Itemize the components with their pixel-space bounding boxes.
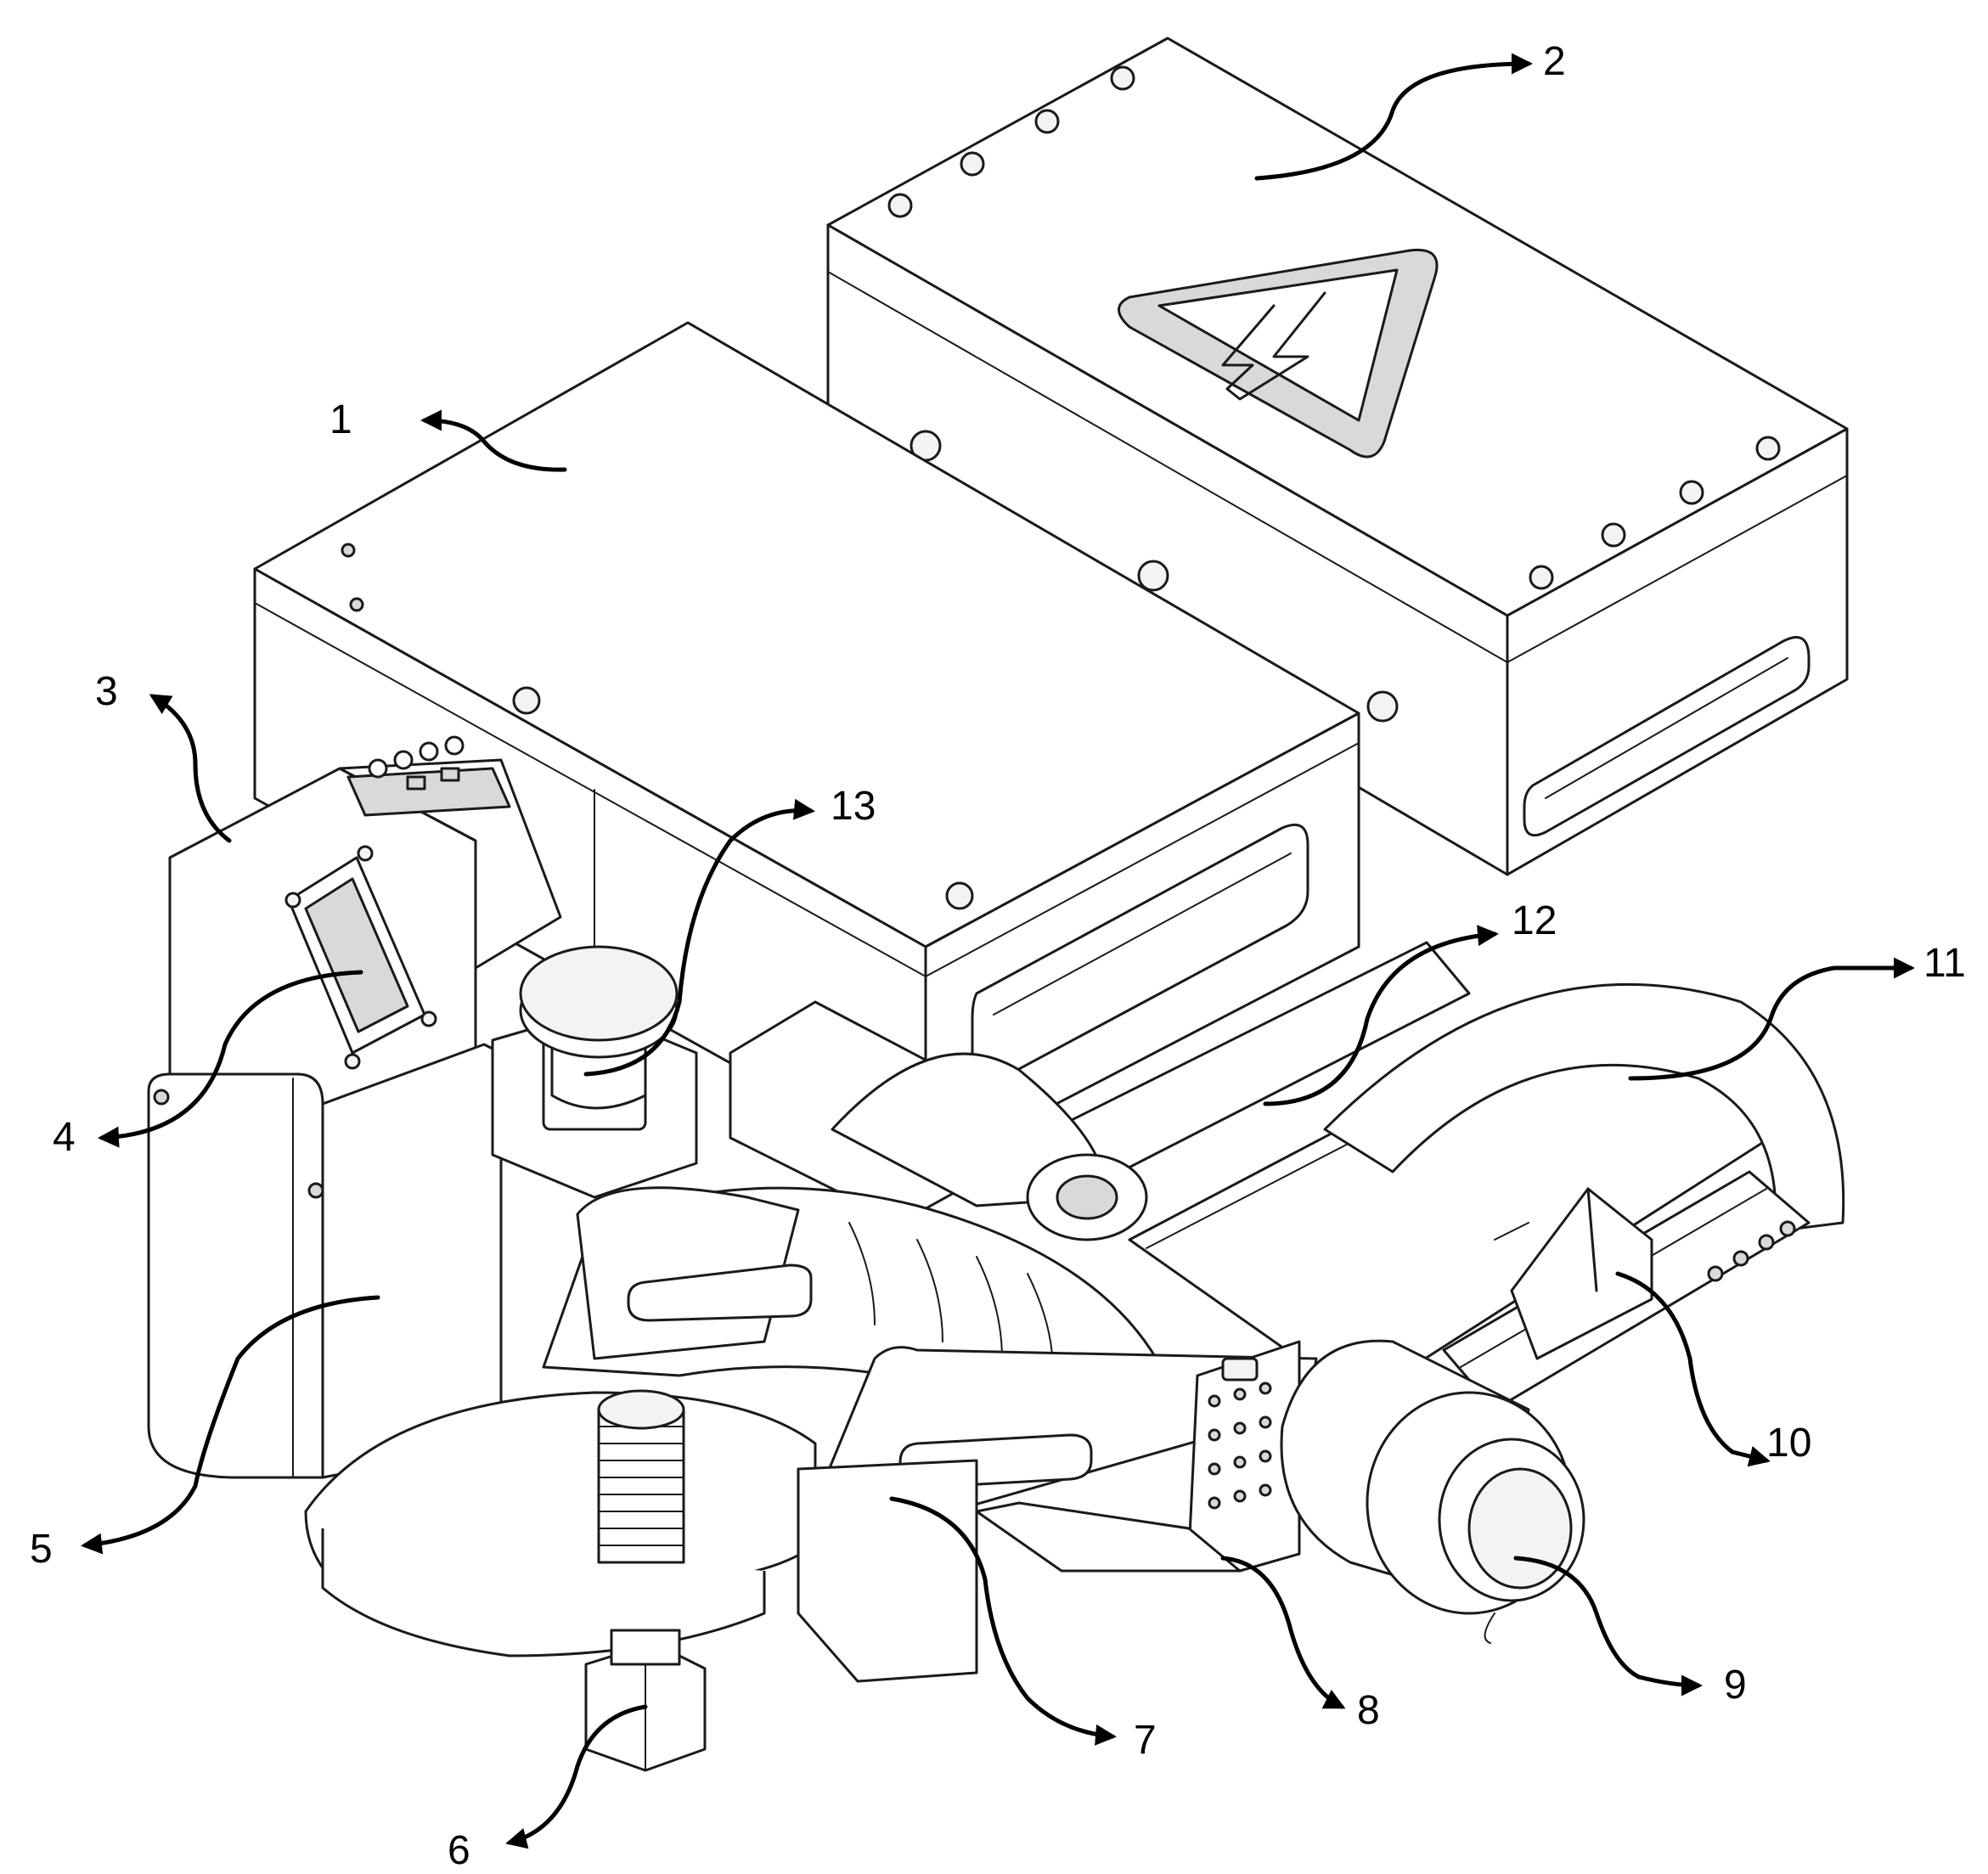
guide-rail [1051,941,1845,1411]
housing-1 [253,321,1360,1173]
label-7: 7 [1134,1718,1157,1763]
label-4: 4 [53,1115,76,1160]
leader-11 [1628,957,1915,1081]
label-12: 12 [1512,898,1557,943]
gearbox [729,1000,1148,1241]
leader-4 [98,970,363,1148]
leader-7 [889,1496,1117,1746]
label-11: 11 [1923,941,1966,986]
label-6: 6 [448,1828,470,1873]
roller-9 [1280,1339,1585,1644]
label-3: 3 [95,669,118,714]
label-9: 9 [1724,1663,1747,1708]
leaders [81,53,1915,1849]
leader-6 [505,1704,648,1849]
label-5: 5 [30,1527,53,1572]
pad-8 [975,1340,1301,1573]
leader-2 [1254,53,1533,181]
leader-5 [81,1295,380,1555]
pad-holes [1208,1382,1272,1510]
leader-1 [420,409,567,472]
clamp-6 [304,1389,978,1772]
enclosure-2 [826,37,1849,876]
leader-8 [1220,1556,1346,1709]
labels: 1 2 3 4 5 6 7 8 9 10 11 12 13 [30,39,1966,1873]
body-5 [147,1043,503,1479]
leader-10 [1615,1271,1771,1467]
screws-top-2 [887,65,1781,590]
leader-9 [1513,1556,1703,1697]
label-13: 13 [831,784,876,829]
label-2: 2 [1543,39,1566,84]
label-1: 1 [329,397,352,442]
leader-3 [149,694,232,843]
thread-lines [598,1426,684,1546]
leader-13 [583,798,815,1077]
label-8: 8 [1357,1688,1380,1733]
label-10: 10 [1766,1421,1811,1466]
leader-12 [1263,925,1499,1106]
